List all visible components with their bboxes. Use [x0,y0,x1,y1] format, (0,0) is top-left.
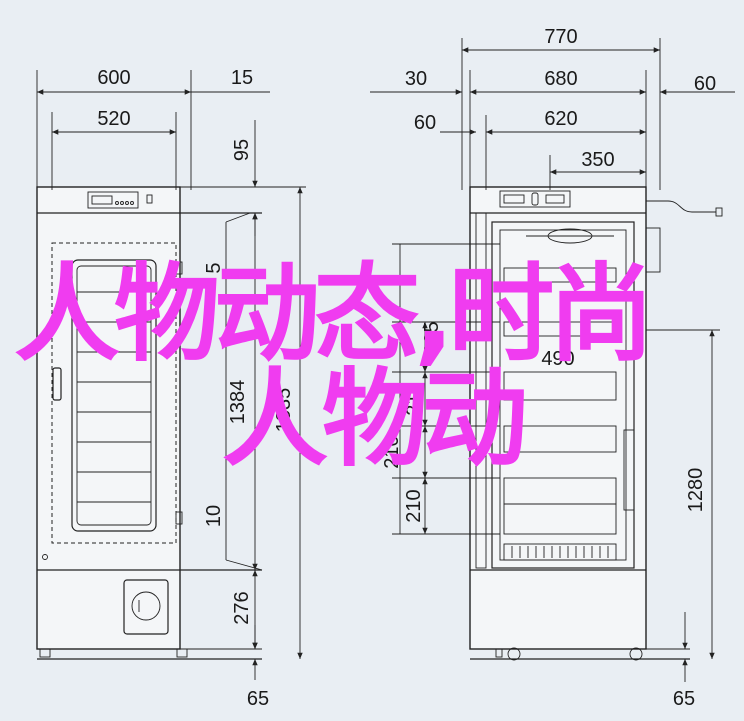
side-shelves [503,267,617,535]
dim-left-side-gap: 15 [231,67,253,89]
dim-right-shelf-b: 210 [403,382,425,415]
front-control-panel [87,191,139,209]
side-control-panel [499,190,571,208]
side-view: 770 30 680 60 60 620 350 225 490 [370,26,735,710]
dim-right-height-1280: 1280 [685,468,707,513]
dim-right-left-gap: 30 [405,68,427,90]
side-cabinet-body [469,186,647,650]
front-compressor-grille [123,579,169,635]
dim-left-door-height: 1384 [227,380,249,425]
front-door-handle[interactable] [52,367,62,401]
dim-right-bottom: 65 [673,688,695,710]
front-door-outline [51,242,177,544]
dim-right-main: 680 [544,68,577,90]
dim-right-right-gap: 60 [694,73,716,95]
front-shelves [77,291,151,503]
dim-right-shelf-depth: 490 [541,348,574,370]
dim-right-shelf-a: 225 [421,321,443,354]
front-door-window [71,259,157,532]
dim-left-inner-width: 520 [97,108,130,130]
front-view: 600 520 15 95 5 1384 1835 10 276 6 [36,67,306,710]
dim-left-base-height: 276 [231,591,253,624]
dim-right-inner: 620 [544,108,577,130]
dim-left-overall-height: 1835 [273,388,295,433]
dim-left-top-height: 95 [231,139,253,161]
dim-right-total: 770 [544,26,577,48]
overlay-text-line-2: 人物动 [222,358,528,481]
dim-left-bottom: 65 [247,688,269,710]
dim-left-gap-b: 10 [203,505,225,527]
dim-right-shelf-c: 210 [381,435,403,468]
dim-right-inner-left: 60 [414,112,436,134]
overlay-text-line-1: 人物动态,时尚 [14,253,654,376]
dim-left-gap-a: 5 [203,262,225,273]
dim-right-shelf-d: 210 [403,489,425,522]
dim-right-compartment: 350 [581,149,614,171]
power-cord [646,200,716,213]
dim-left-width-total: 600 [97,67,130,89]
